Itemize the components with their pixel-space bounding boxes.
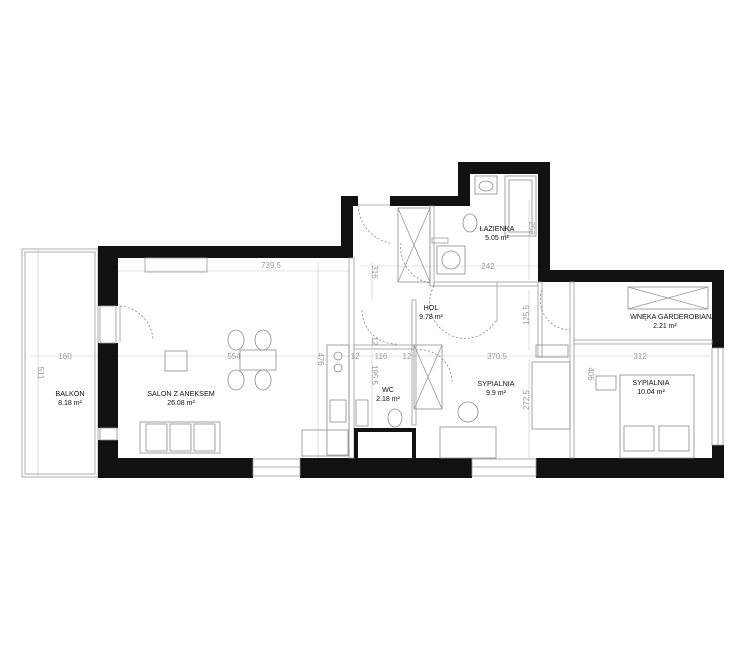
dimension-lines	[30, 200, 710, 478]
room-area-salon: 26.08 m²	[167, 400, 195, 407]
dim-272-5: 272.5	[522, 389, 531, 410]
room-label-sypialnia-2: SYPIALNIA	[632, 378, 669, 387]
dim-12-left: 12	[351, 352, 360, 361]
dim-739-5: 739.5	[261, 261, 282, 270]
room-area-sypialnia-2: 10.04 m²	[637, 389, 665, 396]
room-label-wc: WC	[382, 385, 394, 394]
dim-160: 160	[58, 352, 72, 361]
room-label-lazienka: ŁAZIENKA	[480, 224, 515, 233]
windows	[99, 257, 724, 477]
dim-312: 312	[633, 352, 647, 361]
room-area-wc: 2.18 m²	[376, 396, 400, 403]
room-area-lazienka: 5.05 m²	[485, 235, 509, 242]
dim-12-vertical: 12	[370, 337, 379, 346]
room-label-hol: HOL	[424, 303, 439, 312]
room-label-salon: SALON Z ANEKSEM	[147, 389, 215, 398]
balcony	[21, 248, 99, 478]
bathroom-fixtures	[397, 175, 537, 283]
room-area-garderoba: 2.21 m²	[653, 323, 677, 330]
dim-554: 554	[227, 352, 241, 361]
dim-370-5: 370.5	[487, 352, 508, 361]
room-area-hol: 9.78 m²	[419, 314, 443, 321]
dim-242: 242	[481, 262, 495, 271]
dim-511: 511	[36, 367, 45, 380]
room-area-sypialnia-1: 9.9 m²	[486, 390, 507, 397]
exterior-walls	[98, 162, 724, 478]
interior-walls	[348, 205, 713, 459]
doors	[119, 204, 571, 383]
room-furniture	[355, 286, 709, 459]
room-label-garderoba: WNĘKA GARDEROBIANA	[630, 312, 716, 321]
dim-125-5: 125.5	[522, 304, 531, 325]
room-area-balkon: 8.18 m²	[58, 400, 82, 407]
dim-316: 316	[370, 265, 379, 279]
dim-406: 406	[586, 367, 595, 381]
room-label-sypialnia-1: SYPIALNIA	[477, 379, 514, 388]
room-label-balkon: BALKON	[55, 389, 84, 398]
dim-195-5: 195.5	[370, 365, 379, 386]
dim-12-right: 12	[403, 352, 412, 361]
living-furniture	[99, 329, 350, 457]
dim-476: 476	[316, 352, 325, 366]
dim-253: 253	[527, 221, 536, 235]
dim-116: 116	[375, 352, 388, 361]
